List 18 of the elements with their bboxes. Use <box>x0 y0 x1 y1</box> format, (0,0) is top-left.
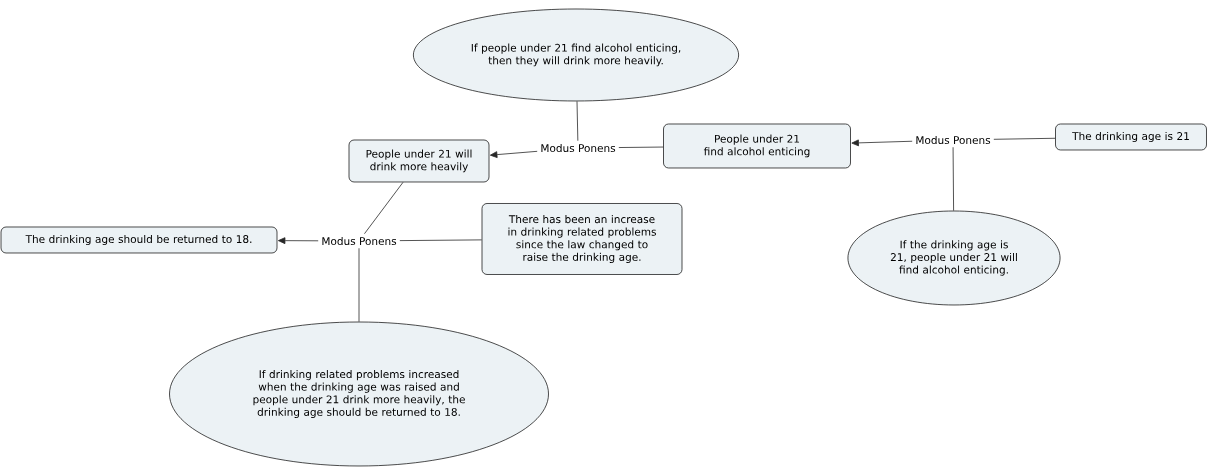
concept-box: People under 21 find alcohol enticing <box>663 123 851 169</box>
connector <box>489 150 538 158</box>
concept-box: The drinking age should be returned to 18. <box>0 226 278 254</box>
connector <box>851 139 913 147</box>
concept-box: The drinking age is 21 <box>1055 123 1207 151</box>
connector <box>399 239 483 241</box>
connector <box>952 146 954 212</box>
connector <box>993 137 1056 140</box>
connector <box>618 146 664 148</box>
connector <box>364 181 404 235</box>
linking-phrase: Modus Ponens <box>916 135 991 145</box>
connector <box>277 237 319 245</box>
linking-phrase: Modus Ponens <box>322 236 397 246</box>
linking-phrase: Modus Ponens <box>541 143 616 153</box>
concept-box: There has been an increase in drinking related problems since the law changed to raise the drinking age. <box>481 203 683 275</box>
connector <box>358 247 360 323</box>
concept-box: People under 21 will drink more heavily <box>348 139 490 183</box>
connector <box>576 100 579 142</box>
